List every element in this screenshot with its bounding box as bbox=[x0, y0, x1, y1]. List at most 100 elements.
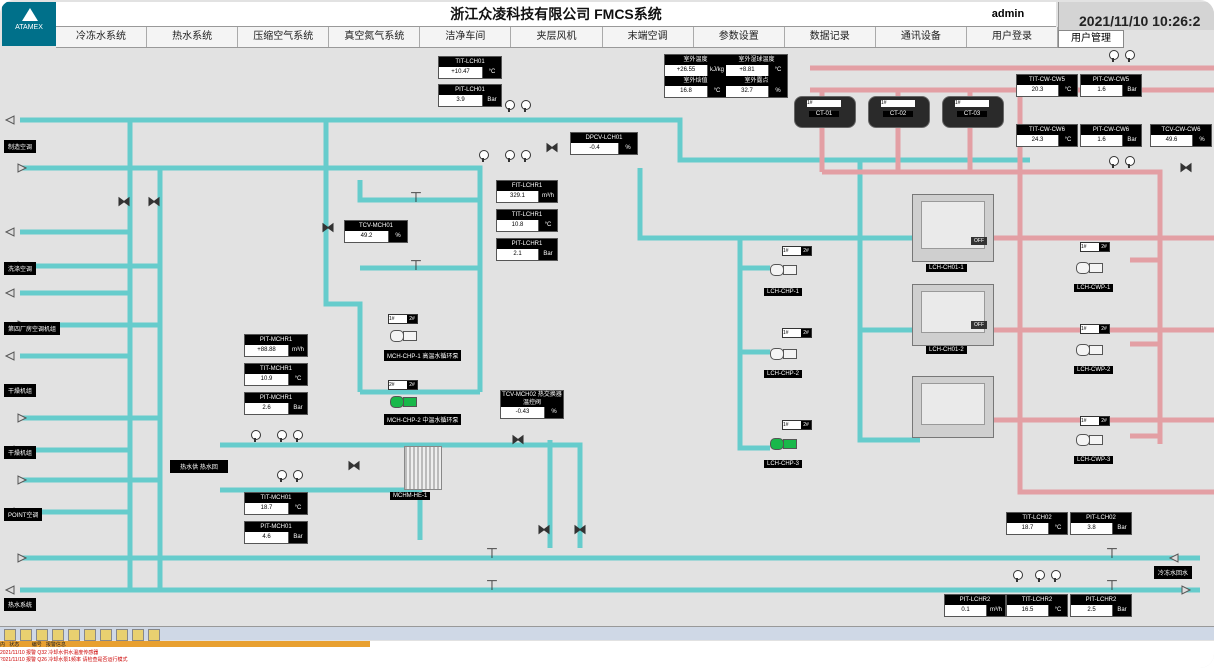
lch-chp-1-status: 1#2# bbox=[782, 246, 812, 256]
left-tag-7: 热水系统 bbox=[4, 598, 37, 611]
chiller-2[interactable]: OFF bbox=[912, 284, 994, 346]
toolbar-refresh-icon[interactable] bbox=[116, 629, 128, 641]
toolbar-info-icon[interactable] bbox=[4, 629, 16, 641]
butterfly-valve-icon[interactable]: ⧓ bbox=[573, 521, 587, 537]
tab-data-records[interactable]: 数据记录 bbox=[785, 27, 876, 47]
left-tag-6: POINT空调 bbox=[4, 508, 43, 521]
lch-chp-3-pump[interactable] bbox=[770, 436, 797, 450]
pit-lchr2-value: 0.1 bbox=[945, 605, 987, 616]
gate-valve-icon[interactable]: ⊤ bbox=[409, 189, 423, 205]
butterfly-valve-icon[interactable]: ⧓ bbox=[347, 457, 361, 473]
gate-valve-icon[interactable]: ⊤ bbox=[1105, 577, 1119, 593]
cooling-tower-3[interactable]: 1# CT-03 bbox=[942, 96, 1004, 128]
tab-cleanroom[interactable]: 洁净车间 bbox=[420, 27, 512, 47]
alarm-row[interactable]: 2021/11/10 报警 Q26 冷却水泵1频率 请检查是否运行模式 bbox=[0, 657, 128, 663]
gate-valve-icon[interactable]: ⊤ bbox=[1105, 545, 1119, 561]
toolbar-print-icon[interactable] bbox=[36, 629, 48, 641]
pit-lchr1-value: 2.1 bbox=[497, 249, 539, 260]
pump-body-icon bbox=[390, 330, 404, 342]
left-tag-1: 制造空调 bbox=[4, 140, 37, 153]
mch-chp-1-pump[interactable] bbox=[390, 328, 417, 342]
gate-valve-icon[interactable]: ⊤ bbox=[485, 577, 499, 593]
lch-cwp-2-pump[interactable] bbox=[1076, 342, 1103, 356]
lch-cwp-3-label: LCH-CWP-3 bbox=[1074, 456, 1114, 464]
pit-lch01-unit: Bar bbox=[483, 95, 501, 106]
pit-cw5-label: PIT-CW-CW5 bbox=[1081, 75, 1141, 85]
tab-parameter-settings[interactable]: 参数设置 bbox=[694, 27, 785, 47]
tab-chilled-water[interactable]: 冷冻水系统 bbox=[56, 27, 148, 47]
control-valve-icon[interactable]: ⧓ bbox=[511, 431, 525, 447]
outdoor-dew-unit: °C bbox=[708, 86, 726, 97]
lch-chp-1-pump[interactable] bbox=[770, 262, 797, 276]
toolbar-ack-icon[interactable] bbox=[20, 629, 32, 641]
alarm-col-in: 内 bbox=[0, 642, 6, 648]
tit-mch01-unit: °C bbox=[289, 503, 307, 514]
tit-lchr2-unit: °C bbox=[1049, 605, 1067, 616]
tab-vacuum-nitrogen[interactable]: 真空氮气系统 bbox=[329, 27, 421, 47]
gate-valve-icon[interactable]: ⊤ bbox=[409, 257, 423, 273]
logo-text: ATAMEX bbox=[15, 24, 43, 31]
temperature-sensor-icon bbox=[1034, 570, 1045, 582]
control-valve-icon[interactable]: ⧓ bbox=[545, 139, 559, 155]
pit-mch01-label: PIT-MCH01 bbox=[245, 522, 307, 532]
lch-cwp-1-pump[interactable] bbox=[1076, 260, 1103, 274]
toolbar-export-icon[interactable] bbox=[84, 629, 96, 641]
pump-motor-icon bbox=[1089, 263, 1103, 273]
tab-comm-devices[interactable]: 通讯设备 bbox=[876, 27, 967, 47]
tcv-mch02-panel: TCV-MCH02 热交换器温控阀 -0.43% bbox=[500, 390, 564, 419]
toolbar-lock-icon[interactable] bbox=[132, 629, 144, 641]
alarm-col-message: 报警信息 bbox=[45, 642, 66, 648]
tab-terminal-ac[interactable]: 末端空调 bbox=[603, 27, 694, 47]
lch-chp-2-pump[interactable] bbox=[770, 346, 797, 360]
control-valve-icon[interactable]: ⧓ bbox=[1179, 159, 1193, 175]
heat-exchanger-label: MCHM-HE-1 bbox=[390, 492, 431, 500]
control-valve-icon[interactable]: ⧓ bbox=[321, 219, 335, 235]
lch-chp-2-status: 1#2# bbox=[782, 328, 812, 338]
chiller-1[interactable]: OFF bbox=[912, 194, 994, 262]
tit-lch02-label: TIT-LCH02 bbox=[1007, 513, 1067, 523]
gate-valve-icon[interactable]: ⊤ bbox=[485, 545, 499, 561]
pump-motor-icon bbox=[403, 331, 417, 341]
chiller-2-status: OFF bbox=[971, 321, 987, 329]
pit-mch01-unit: Bar bbox=[289, 532, 307, 543]
page-title: 浙江众凌科技有限公司 FMCS系统 bbox=[56, 2, 1056, 27]
toolbar-sort-icon[interactable] bbox=[68, 629, 80, 641]
tab-user-login[interactable]: 用户登录 bbox=[967, 27, 1059, 47]
cooling-tower-1[interactable]: 1# CT-01 bbox=[794, 96, 856, 128]
tit-lchr1-unit: °C bbox=[539, 220, 557, 231]
company-logo: ATAMEX bbox=[2, 2, 56, 46]
butterfly-valve-icon[interactable]: ⧓ bbox=[537, 521, 551, 537]
lch-cwp-1-status: 1#2# bbox=[1080, 242, 1110, 252]
tower-1-label: CT-01 bbox=[809, 111, 839, 117]
tab-user-management[interactable]: 用户管理 bbox=[1058, 30, 1124, 48]
tit-cw5-value: 20.3 bbox=[1017, 85, 1059, 96]
heat-exchanger[interactable] bbox=[404, 446, 442, 490]
mch-chp-2-pump[interactable] bbox=[390, 394, 417, 408]
toolbar-help-icon[interactable] bbox=[148, 629, 160, 641]
toolbar-settings-icon[interactable] bbox=[100, 629, 112, 641]
tab-mezzanine-fan[interactable]: 夹层风机 bbox=[511, 27, 603, 47]
chiller-3[interactable] bbox=[912, 376, 994, 438]
tab-compressed-air[interactable]: 压缩空气系统 bbox=[238, 27, 330, 47]
flow-arrows bbox=[4, 115, 1192, 595]
alarm-row[interactable]: 2021/11/10 报警 Q32 冷却水供水温度传感器 bbox=[0, 650, 99, 656]
pit-lchr2b-value: 2.5 bbox=[1071, 605, 1113, 616]
lch-cwp-3-pump[interactable] bbox=[1076, 432, 1103, 446]
pit-cw6-unit: Bar bbox=[1123, 135, 1141, 146]
tab-hot-water[interactable]: 热水系统 bbox=[147, 27, 239, 47]
fit-lchr1-unit: m³/h bbox=[539, 191, 557, 202]
butterfly-valve-icon[interactable]: ⧓ bbox=[147, 193, 161, 209]
left-tag-5: 干燥机组 bbox=[4, 446, 37, 459]
tit-cw6-label: TIT-CW-CW6 bbox=[1017, 125, 1077, 135]
outdoor-temp-label: 室外温度 bbox=[665, 55, 726, 65]
cooling-tower-2[interactable]: 1# CT-02 bbox=[868, 96, 930, 128]
butterfly-valve-icon[interactable]: ⧓ bbox=[117, 193, 131, 209]
pump-body-icon bbox=[1076, 344, 1090, 356]
toolbar-filter-icon[interactable] bbox=[52, 629, 64, 641]
tit-lch01-value: +10.47 bbox=[439, 67, 483, 78]
